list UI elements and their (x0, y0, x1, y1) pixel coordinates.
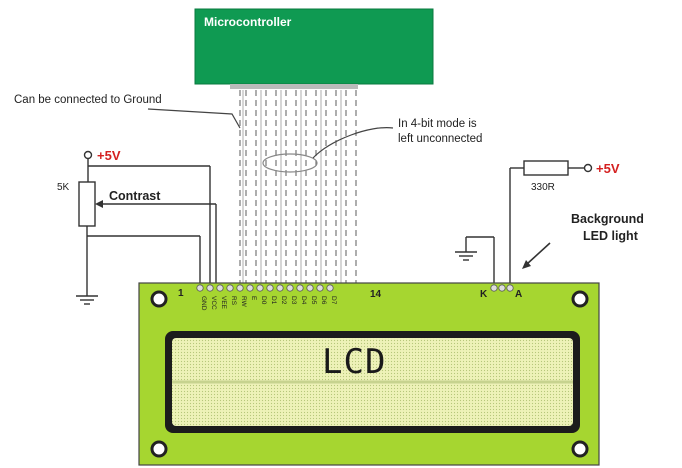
ground-note: Can be connected to Ground (14, 94, 162, 106)
backlight-k-label: K (480, 289, 488, 300)
pin-label: RW (240, 296, 247, 308)
pin-label: D5 (310, 296, 317, 305)
mount-hole-bl (150, 440, 168, 458)
pin-label: GND (200, 296, 207, 311)
pin-label: E (250, 296, 257, 301)
microcontroller-label: Microcontroller (204, 15, 292, 29)
potentiometer-label: 5K (57, 182, 70, 193)
mount-hole-br (571, 440, 589, 458)
pin-label: VEE (220, 296, 227, 310)
four-bit-note-line2: left unconnected (398, 133, 482, 145)
background-led-line1: Background (571, 212, 644, 226)
potentiometer: 5K Contrast (57, 181, 217, 305)
pin-label: D6 (320, 296, 327, 305)
lcd-module: 1 14 K A GND VCC VEE RS RW E D0 D1 D2 D3… (138, 282, 600, 466)
pin-label: D7 (330, 296, 337, 305)
pin-labels: GND VCC VEE RS RW E D0 D1 D2 D3 D4 D5 D6… (200, 296, 337, 311)
pin-label: D0 (260, 296, 267, 305)
pin-label: VCC (210, 296, 217, 310)
background-led-line2: LED light (583, 229, 639, 243)
left-supply: +5V (83, 148, 211, 283)
unconnected-callout (312, 127, 394, 159)
right-supply-label: +5V (596, 161, 620, 176)
mount-hole-tl (150, 290, 168, 308)
bus-lines (239, 90, 357, 283)
pin-label: RS (230, 296, 237, 306)
microcontroller-block: Microcontroller (194, 8, 434, 89)
mount-hole-tr (571, 290, 589, 308)
bus-wires (242, 90, 342, 283)
lcd-pin-header (196, 284, 334, 292)
pin-first-label: 1 (178, 288, 184, 299)
pin-label: D4 (300, 296, 307, 305)
left-supply-label: +5V (97, 148, 121, 163)
unconnected-marker (262, 153, 318, 173)
backlight-circuit: 330R +5V Background LED light (455, 160, 644, 283)
pin-label: D1 (270, 296, 277, 305)
pin-last-label: 14 (370, 289, 382, 300)
resistor-label: 330R (531, 182, 555, 193)
pin-label: D2 (280, 296, 287, 305)
backlight-a-label: A (515, 289, 522, 300)
contrast-label: Contrast (109, 189, 161, 203)
four-bit-note-line1: In 4-bit mode is (398, 118, 477, 130)
ground-note-pointer (147, 108, 241, 129)
pin-label: D3 (290, 296, 297, 305)
display-text: LCD (322, 342, 386, 382)
backlight-pins (490, 284, 514, 292)
